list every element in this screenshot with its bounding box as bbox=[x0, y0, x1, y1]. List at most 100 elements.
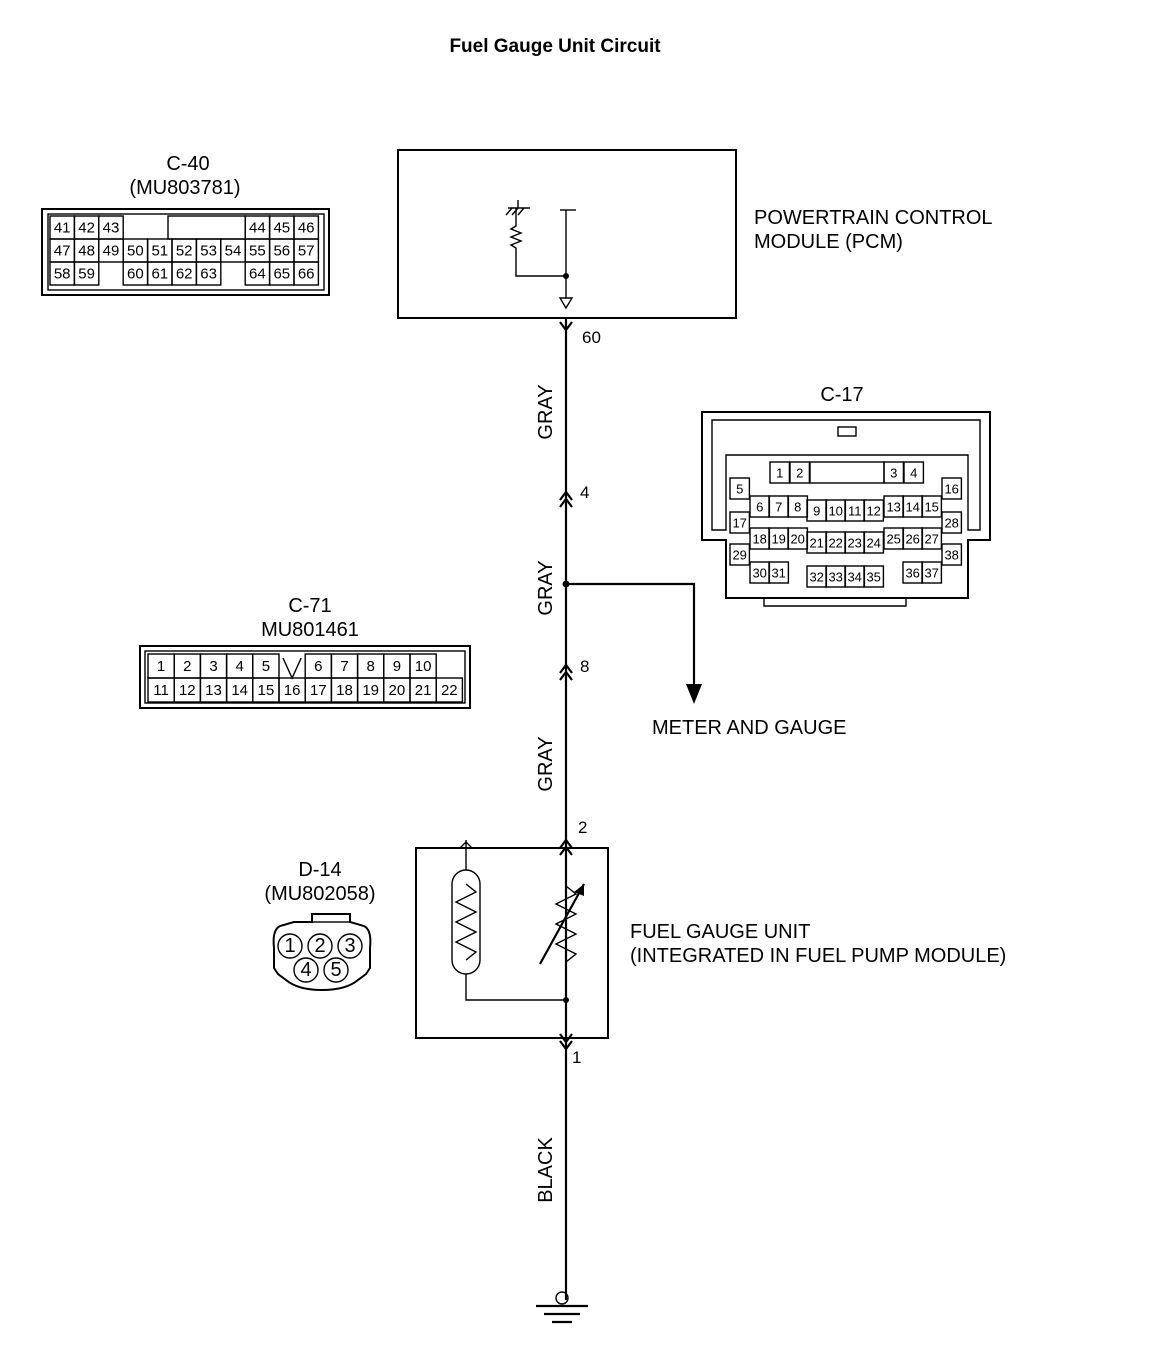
connector-pin-label: 15 bbox=[924, 500, 938, 515]
connector-pin-label: 47 bbox=[54, 243, 71, 260]
connector-c71-part: MU801461 bbox=[261, 619, 359, 641]
connector-pin-label: 13 bbox=[886, 500, 900, 515]
connector-pin-label: 5 bbox=[262, 658, 270, 675]
connector-pin-label: 14 bbox=[231, 682, 248, 699]
connector-pin-label: 20 bbox=[790, 532, 804, 547]
connector-pin-label: 7 bbox=[775, 500, 782, 515]
connector-pin-label: 22 bbox=[828, 536, 842, 551]
fuel-gauge-unit: 2 1 FUEL GAUGE UNIT (INTEGRATED IN FUEL … bbox=[415, 818, 1006, 1067]
connector-pin-label: 65 bbox=[273, 266, 290, 283]
junction-8-terminal: 8 bbox=[580, 657, 589, 676]
connector-pin-label: 2 bbox=[314, 935, 325, 957]
connector-pin-label: 15 bbox=[258, 682, 275, 699]
connector-pin-label: 62 bbox=[176, 266, 193, 283]
connector-pin-label: 37 bbox=[924, 566, 938, 581]
connector-pin-label: 59 bbox=[78, 266, 95, 283]
connector-pin-label: 12 bbox=[179, 682, 196, 699]
connector-pin-label: 1 bbox=[776, 466, 783, 481]
ground-icon bbox=[536, 1291, 588, 1324]
diagram-title: Fuel Gauge Unit Circuit bbox=[449, 36, 661, 57]
connector-pin-label: 50 bbox=[127, 243, 144, 260]
connector-pin-label: 8 bbox=[367, 658, 375, 675]
connector-pin-label: 6 bbox=[314, 658, 322, 675]
connector-pin-label: 3 bbox=[890, 466, 897, 481]
connector-pin-label: 17 bbox=[310, 682, 327, 699]
connector-pin-label: 23 bbox=[847, 536, 861, 551]
pcm-terminal-60: 60 bbox=[582, 328, 601, 347]
connector-pin-label: 43 bbox=[103, 220, 120, 237]
connector-pin-label: 1 bbox=[284, 935, 295, 957]
connector-pin-label: 19 bbox=[771, 532, 785, 547]
connector-pin-label: 8 bbox=[794, 500, 801, 515]
connector-pin-label: 66 bbox=[298, 266, 315, 283]
connector-pin-label: 7 bbox=[340, 658, 348, 675]
connector-pin-label: 17 bbox=[732, 516, 746, 531]
meter-arrow-icon bbox=[686, 684, 702, 704]
connector-pin-label: 25 bbox=[886, 532, 900, 547]
connector-c40-id: C-40 bbox=[166, 153, 209, 175]
connector-pin-label: 1 bbox=[157, 658, 165, 675]
pcm-module: POWERTRAIN CONTROL MODULE (PCM) 60 bbox=[397, 149, 993, 347]
wire-color-label: GRAY bbox=[535, 736, 557, 791]
connector-pin-label: 18 bbox=[752, 532, 766, 547]
connector-pin-label: 13 bbox=[205, 682, 222, 699]
connector-pin-label: 32 bbox=[809, 570, 823, 585]
pcm-name-line2: MODULE (PCM) bbox=[754, 231, 903, 253]
connector-pin-label: 4 bbox=[236, 658, 244, 675]
connector-pin-label: 18 bbox=[336, 682, 353, 699]
pcm-name-line1: POWERTRAIN CONTROL bbox=[754, 207, 993, 229]
connector-pin-label: 21 bbox=[809, 536, 823, 551]
connector-pin-label: 10 bbox=[828, 504, 842, 519]
wire-color-label: GRAY bbox=[535, 560, 557, 615]
connector-pin-label: 9 bbox=[813, 504, 820, 519]
connector-pin-label: 30 bbox=[752, 566, 766, 581]
connector-pin-label: 11 bbox=[153, 682, 169, 699]
connector-pin-label: 5 bbox=[330, 959, 341, 981]
variable-resistor-icon bbox=[539, 870, 585, 1000]
connector-pin-label: 3 bbox=[209, 658, 217, 675]
connector-pin-label: 33 bbox=[828, 570, 842, 585]
pcm-pullup-resistor-icon bbox=[505, 200, 576, 310]
connector-pin-label: 42 bbox=[78, 220, 95, 237]
connector-pin-label: 6 bbox=[756, 500, 763, 515]
connector-pin-label: 31 bbox=[771, 566, 785, 581]
connector-pin-label: 53 bbox=[200, 243, 217, 260]
connector-pin-label: 2 bbox=[796, 466, 803, 481]
connector-pin-label: 52 bbox=[176, 243, 193, 260]
connector-pin-label: 14 bbox=[905, 500, 919, 515]
connector-pin-label: 4 bbox=[910, 466, 917, 481]
wire-color-label: GRAY bbox=[535, 384, 557, 439]
connector-pin-label: 10 bbox=[415, 658, 432, 675]
heater-element-icon bbox=[451, 840, 569, 1003]
connector-pin-label: 61 bbox=[151, 266, 168, 283]
connector-c71-id: C-71 bbox=[288, 595, 331, 617]
connector-pin-label: 29 bbox=[732, 548, 746, 563]
main-harness-wire: 4 METER AND GAUGE 8 GRAY GRAY GRAY BLACK bbox=[535, 318, 846, 1300]
connector-pin-label: 51 bbox=[151, 243, 168, 260]
connector-c17-id: C-17 bbox=[820, 384, 863, 406]
connector-pin-label: 38 bbox=[944, 548, 958, 563]
connector-c40-part: (MU803781) bbox=[129, 177, 240, 199]
connector-pin-label: 16 bbox=[284, 682, 301, 699]
connector-pin-label: 26 bbox=[905, 532, 919, 547]
connector-pin-label: 11 bbox=[848, 504, 862, 519]
connector-pin-label: 36 bbox=[905, 566, 919, 581]
connector-pin-label: 45 bbox=[273, 220, 290, 237]
connector-d14-part: (MU802058) bbox=[264, 883, 375, 905]
connector-d14-id: D-14 bbox=[298, 859, 341, 881]
connector-pin-label: 34 bbox=[847, 570, 861, 585]
connector-pin-label: 22 bbox=[441, 682, 458, 699]
fuel-gauge-unit-terminal-1: 1 bbox=[572, 1048, 581, 1067]
connector-pin-label: 64 bbox=[249, 266, 266, 283]
connector-pin-label: 2 bbox=[183, 658, 191, 675]
connector-pin-label: 5 bbox=[736, 482, 743, 497]
connector-pin-label: 46 bbox=[298, 220, 315, 237]
connector-pin-label: 55 bbox=[249, 243, 266, 260]
